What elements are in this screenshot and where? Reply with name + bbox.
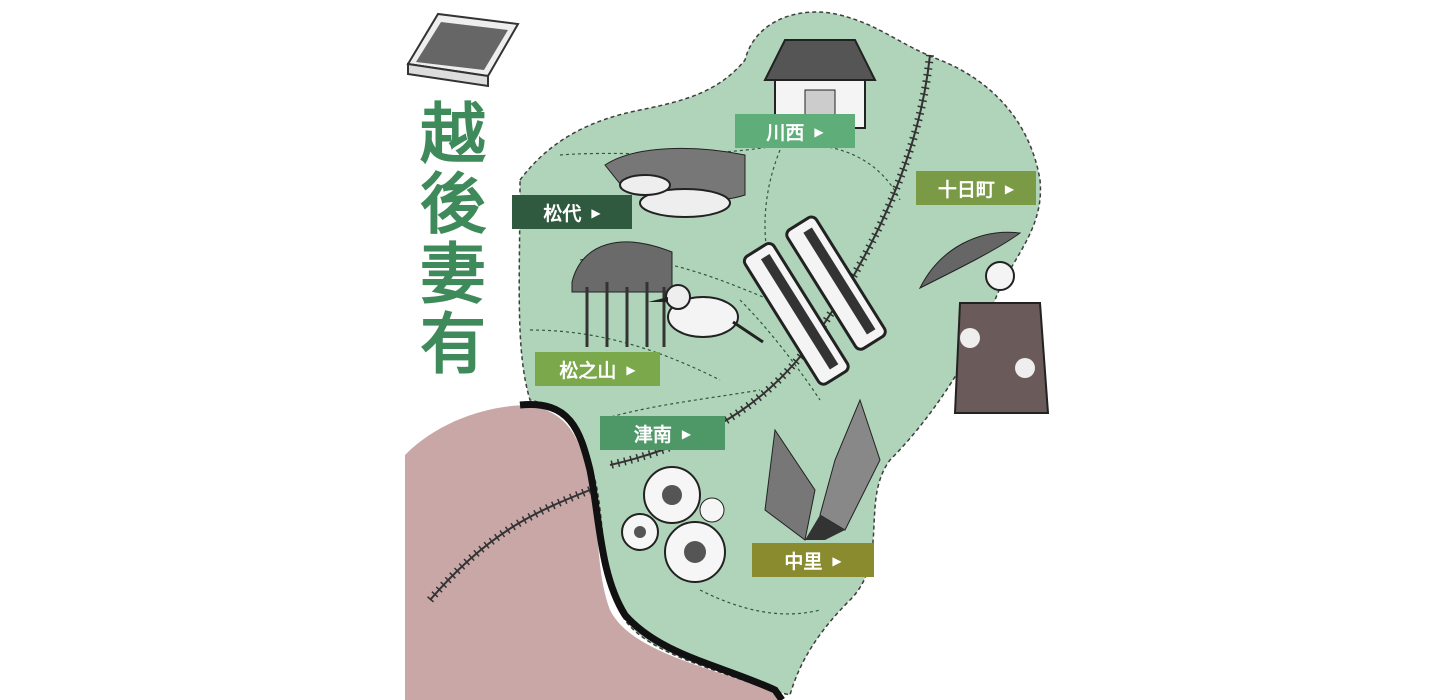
kimono-woman-icon: [918, 231, 1050, 414]
region-label-tsunan[interactable]: 津南 ▶: [600, 416, 725, 450]
map-title: 越 後 妻 有: [418, 100, 488, 380]
title-char: 有: [420, 306, 486, 383]
region-name: 津南: [633, 423, 672, 446]
region-name: 松之山: [559, 359, 617, 382]
gorge-icon: [764, 398, 881, 541]
neighbor-region: [405, 405, 780, 700]
arrow-right-icon: ▶: [681, 427, 692, 441]
region-label-matsunoyama[interactable]: 松之山 ▶: [535, 352, 660, 386]
title-char: 後: [420, 166, 486, 243]
region-name: 川西: [766, 121, 805, 144]
region-name: 十日町: [937, 178, 995, 201]
sunflower-icon: [621, 466, 726, 583]
bird-icon: [648, 284, 764, 344]
region-label-tokamachi[interactable]: 十日町 ▶: [916, 171, 1036, 205]
sake-box-icon: [406, 12, 520, 88]
title-char: 越: [420, 96, 486, 173]
arrow-right-icon: ▶: [591, 206, 601, 220]
region-label-kawanishi[interactable]: 川西 ▶: [735, 114, 855, 148]
arrow-right-icon: ▶: [626, 363, 636, 377]
forest-icon: [571, 241, 673, 347]
rice-terrace-icon: [604, 147, 746, 218]
region-name: 中里: [784, 550, 823, 573]
arrow-right-icon: ▶: [832, 554, 842, 568]
title-char: 妻: [420, 236, 486, 313]
arrow-right-icon: ▶: [1004, 182, 1015, 196]
region-name: 松代: [543, 202, 582, 225]
region-label-matsudai[interactable]: 松代 ▶: [512, 195, 632, 229]
prefecture-boundary: [519, 400, 785, 700]
region-label-nakasato[interactable]: 中里 ▶: [752, 543, 874, 577]
train-icon: [742, 215, 887, 386]
arrow-right-icon: ▶: [814, 125, 824, 139]
